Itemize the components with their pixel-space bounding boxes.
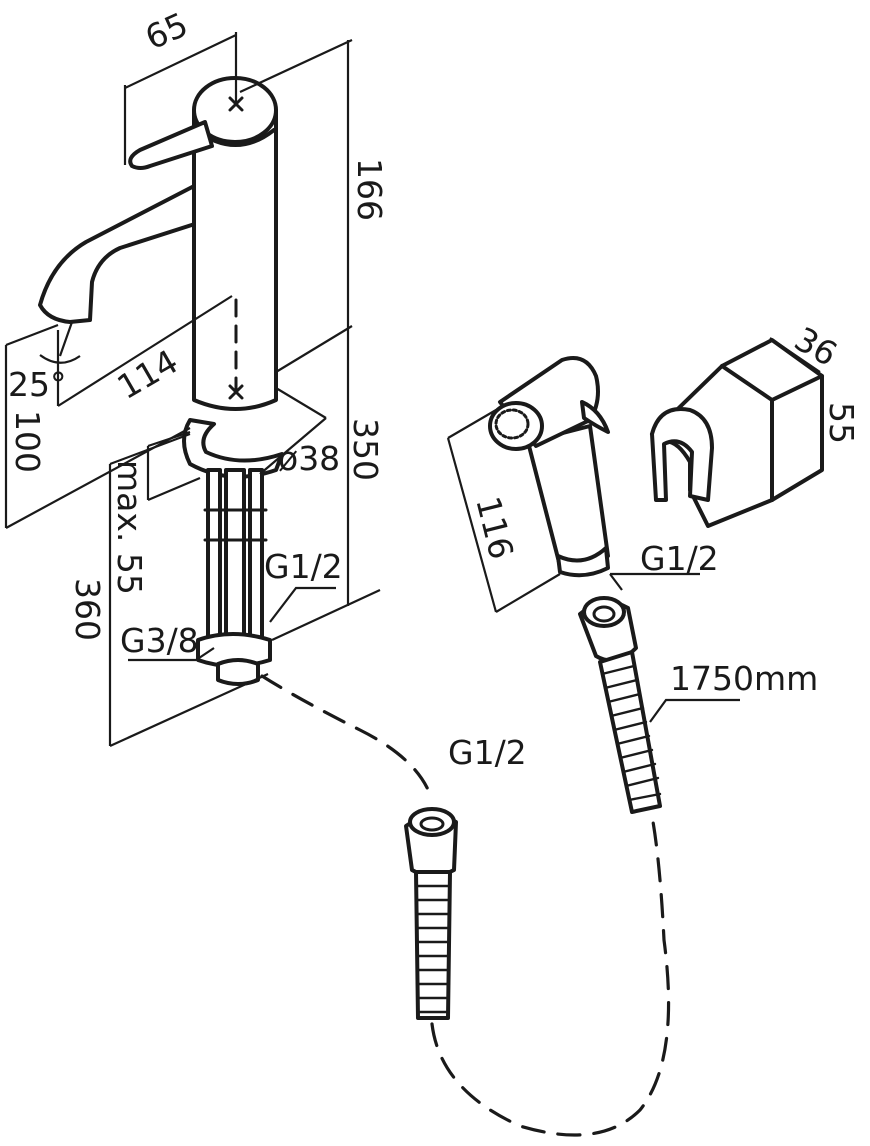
label-connection-g12-sprayer: G1/2 (640, 539, 719, 578)
sprayer-holder (650, 338, 824, 528)
label-spout-height: 100 (8, 410, 47, 473)
sprayer-nozzle-face (488, 401, 544, 451)
sprayer-dimension-lines (446, 337, 824, 723)
tail-pipe-right (248, 468, 264, 642)
faucet-labels: 65 166 114 25° 100 350 ø38 max. 55 360 G… (8, 5, 389, 660)
faucet-dimension-lines (4, 32, 381, 748)
sprayer-trigger (580, 400, 610, 434)
tail-pipe-middle (224, 468, 246, 652)
label-connection-g38: G3/8 (120, 621, 199, 660)
tail-pipe-left (206, 468, 222, 642)
label-body-height: 166 (350, 158, 389, 221)
hose-upper (578, 596, 662, 814)
hose-upper-corrugated (598, 650, 662, 814)
label-max-deck: max. 55 (110, 460, 149, 595)
connection-nut (196, 632, 272, 668)
label-hose-length: 1750mm (670, 659, 818, 698)
faucet-lever-handle (128, 120, 214, 170)
mounting-bracket (182, 418, 284, 479)
label-connection-g12-tap: G1/2 (264, 547, 343, 586)
hose-lower (404, 807, 458, 1020)
label-lever-length: 65 (139, 5, 193, 58)
label-hose-length-tap: 350 (346, 418, 385, 481)
label-tail-length: 360 (68, 578, 107, 641)
label-spout-reach: 114 (111, 342, 185, 407)
label-base-diameter: ø38 (278, 439, 340, 478)
hose-path-loop (430, 814, 671, 1137)
label-holder-height: 55 (822, 402, 861, 444)
hand-sprayer (488, 356, 610, 578)
label-spout-angle: 25° (8, 365, 67, 404)
sprayer-handle (526, 424, 610, 572)
sprayer-handle-base (556, 546, 610, 578)
label-sprayer-length: 116 (468, 493, 521, 564)
label-connection-g12-hose: G1/2 (448, 733, 527, 772)
hose-path-to-tap (260, 674, 434, 802)
hose-lower-corrugated (414, 870, 452, 1020)
connection-nut-lower (216, 658, 260, 686)
faucet-body (192, 108, 278, 411)
holder-slot (650, 407, 714, 502)
faucet (38, 76, 284, 686)
